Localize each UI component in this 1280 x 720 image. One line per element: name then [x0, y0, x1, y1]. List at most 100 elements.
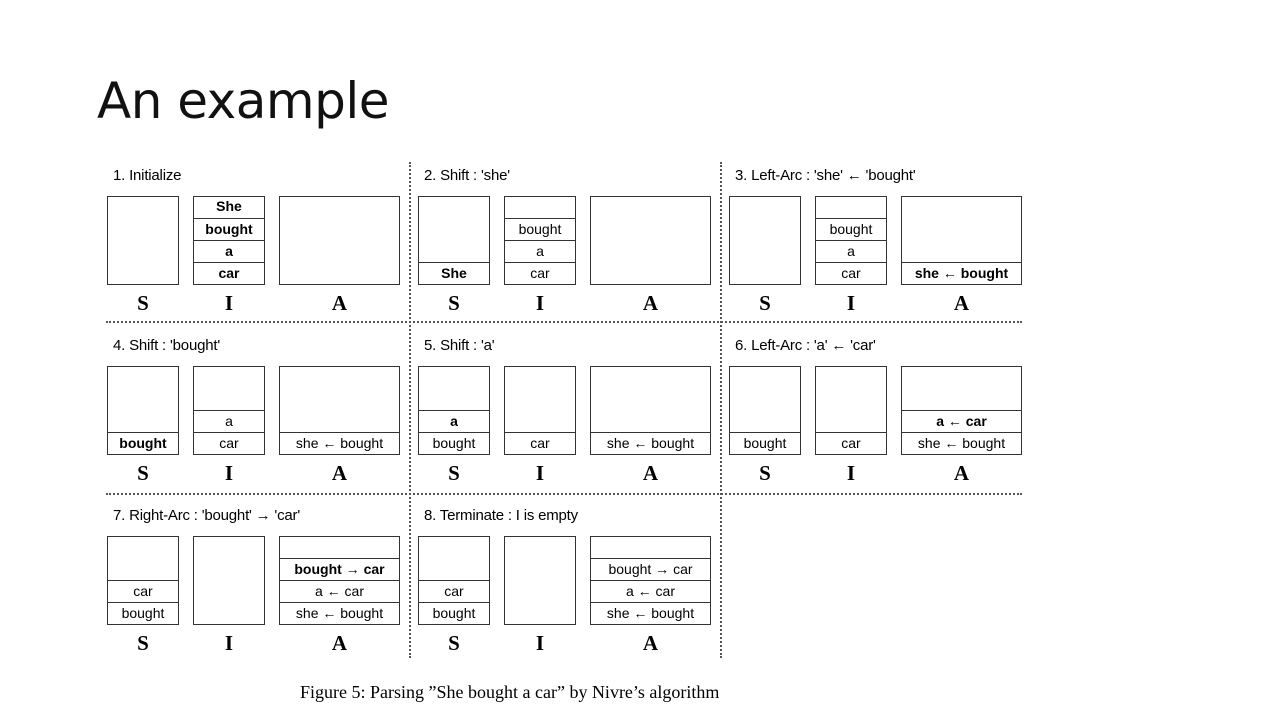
input-cell: bought [816, 218, 886, 240]
input-cell: She [216, 198, 242, 214]
stack-cell: She [419, 262, 489, 284]
stack-label: S [137, 461, 149, 485]
input-cell: car [194, 262, 264, 284]
arcs-label: A [642, 291, 659, 315]
input-label: I [846, 291, 856, 315]
step-title: 6. Left-Arc : 'a' ← 'car' [735, 337, 876, 354]
arcs-label: A [953, 291, 970, 315]
stack-label: S [448, 461, 460, 485]
arc-cell: bought → car [591, 558, 710, 580]
stack-label: S [759, 461, 771, 485]
column-divider [409, 162, 411, 658]
stack-box: bought [107, 366, 179, 455]
input-cell: car [816, 262, 886, 284]
input-label: I [224, 461, 234, 485]
stack-cell: bought [108, 602, 178, 624]
input-label: I [535, 631, 545, 655]
arcs-label: A [953, 461, 970, 485]
stack-box: bought [729, 366, 801, 455]
step-panel-6: 6. Left-Arc : 'a' ← 'car' bought car a ←… [729, 331, 1041, 501]
stack-cell: bought [419, 602, 489, 624]
input-box [193, 536, 265, 625]
arc-cell: she ← bought [591, 602, 710, 624]
input-box: car [504, 366, 576, 455]
figure-caption: Figure 5: Parsing ”She bought a car” by … [300, 682, 720, 702]
step-title: 7. Right-Arc : 'bought' → 'car' [113, 507, 300, 524]
arcs-box: she ← bought [279, 366, 400, 455]
input-cell: a [194, 240, 264, 262]
input-label: I [535, 291, 545, 315]
arcs-label: A [331, 291, 348, 315]
arc-cell: bought → car [280, 558, 399, 580]
arcs-box: bought → car a ← car she ← bought [590, 536, 711, 625]
stack-label: S [448, 631, 460, 655]
input-box: a car [193, 366, 265, 455]
input-label: I [535, 461, 545, 485]
step-panel-4: 4. Shift : 'bought' bought a car she ← b… [107, 331, 419, 501]
input-cell: car [816, 432, 886, 454]
input-cell: a [816, 240, 886, 262]
input-box: car [815, 366, 887, 455]
input-cell: bought [194, 218, 264, 240]
step-title: 5. Shift : 'a' [424, 337, 495, 354]
stack-cell: car [108, 580, 178, 602]
arc-cell: she ← bought [591, 432, 710, 454]
stack-label: S [759, 291, 771, 315]
arcs-box: a ← car she ← bought [901, 366, 1022, 455]
stack-label: S [137, 631, 149, 655]
arc-cell: she ← bought [902, 432, 1021, 454]
stack-cell: a [419, 410, 489, 432]
step-title: 2. Shift : 'she' [424, 167, 510, 184]
stack-box: a bought [418, 366, 490, 455]
slide-title: An example [97, 72, 390, 130]
stack-box [729, 196, 801, 285]
stack-box [107, 196, 179, 285]
column-divider [720, 162, 722, 658]
arcs-box: she ← bought [901, 196, 1022, 285]
step-panel-1: 1. Initialize She bought a car S I A [107, 161, 419, 331]
arc-cell: a ← car [591, 580, 710, 602]
input-cell: car [505, 262, 575, 284]
input-label: I [224, 631, 234, 655]
input-cell: bought [505, 218, 575, 240]
arc-cell: she ← bought [280, 432, 399, 454]
step-panel-5: 5. Shift : 'a' a bought car she ← bought… [418, 331, 730, 501]
row-divider [106, 321, 1022, 323]
input-cell: car [505, 432, 575, 454]
stack-cell: bought [730, 432, 800, 454]
arc-cell: a ← car [280, 580, 399, 602]
step-panel-7: 7. Right-Arc : 'bought' → 'car' car boug… [107, 501, 419, 671]
input-cell: a [505, 240, 575, 262]
input-box: bought a car [504, 196, 576, 285]
input-box: She bought a car [193, 196, 265, 285]
step-title: 4. Shift : 'bought' [113, 337, 221, 354]
input-cell: a [194, 410, 264, 432]
arc-cell: she ← bought [280, 602, 399, 624]
step-panel-8: 8. Terminate : I is empty car bought bou… [418, 501, 730, 671]
stack-box: car bought [107, 536, 179, 625]
stack-label: S [137, 291, 149, 315]
arcs-label: A [642, 461, 659, 485]
step-title: 1. Initialize [113, 167, 182, 184]
arcs-box [590, 196, 711, 285]
input-label: I [846, 461, 856, 485]
row-divider [106, 493, 1022, 495]
arcs-box: bought → car a ← car she ← bought [279, 536, 400, 625]
step-title: 3. Left-Arc : 'she' ← 'bought' [735, 167, 916, 184]
stack-cell: bought [108, 432, 178, 454]
arc-cell: she ← bought [902, 262, 1021, 284]
input-cell: car [194, 432, 264, 454]
input-label: I [224, 291, 234, 315]
stack-cell: car [419, 580, 489, 602]
arcs-label: A [642, 631, 659, 655]
arc-cell: a ← car [902, 410, 1021, 432]
stack-cell: bought [419, 432, 489, 454]
step-panel-3: 3. Left-Arc : 'she' ← 'bought' bought a … [729, 161, 1041, 331]
input-box: bought a car [815, 196, 887, 285]
step-title: 8. Terminate : I is empty [424, 507, 578, 524]
arcs-label: A [331, 461, 348, 485]
stack-box: car bought [418, 536, 490, 625]
input-box [504, 536, 576, 625]
arcs-label: A [331, 631, 348, 655]
